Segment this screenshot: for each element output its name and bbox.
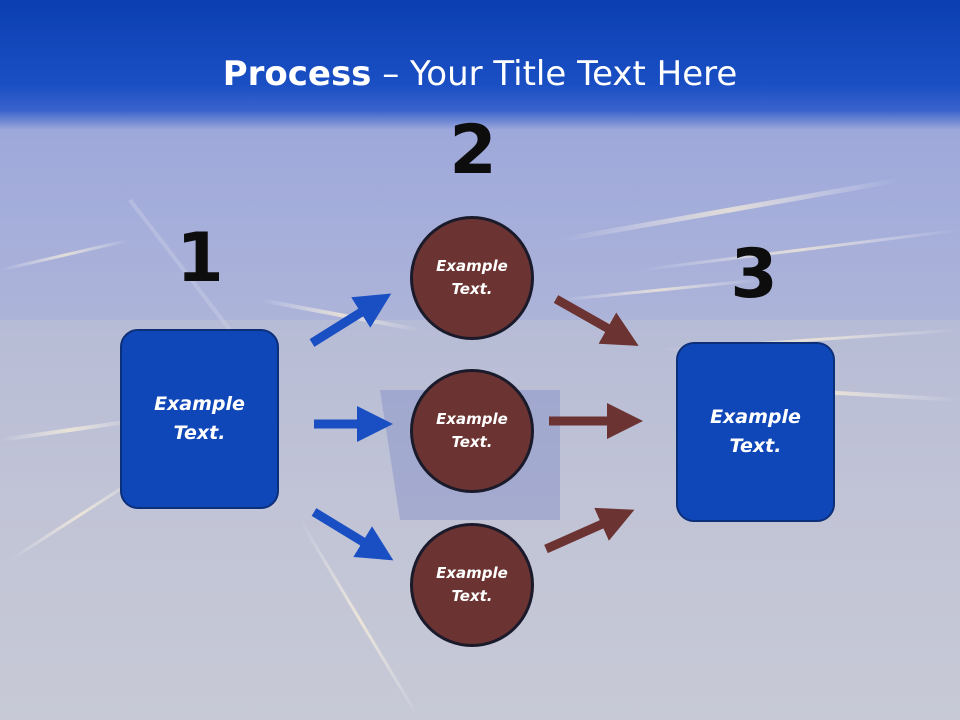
right-box-line2: Text. — [729, 435, 782, 457]
right-box-line1: Example — [710, 406, 801, 428]
circle-middle-line1: Example — [436, 410, 508, 428]
left-box-line2: Text. — [173, 422, 226, 444]
arrow-blue-up — [309, 293, 392, 347]
circle-top-line1: Example — [436, 257, 508, 275]
arrow-brown-up — [544, 507, 635, 554]
title-bold: Process — [222, 54, 372, 94]
arrow-brown-down — [553, 295, 639, 346]
circle-middle-line2: Text. — [451, 433, 493, 451]
circle-bottom-line2: Text. — [451, 587, 493, 605]
left-box-line1: Example — [154, 393, 245, 415]
step-number-2: 2 — [449, 111, 497, 190]
slide-title: Process – Your Title Text Here — [0, 52, 960, 96]
title-rest: – Your Title Text Here — [371, 54, 738, 94]
title-bar — [0, 0, 960, 130]
step-number-1: 1 — [176, 219, 224, 298]
arrow-blue-down — [311, 508, 394, 561]
circle-bottom-line1: Example — [436, 564, 508, 582]
step-number-3: 3 — [730, 235, 778, 314]
circle-top-line2: Text. — [451, 280, 493, 298]
